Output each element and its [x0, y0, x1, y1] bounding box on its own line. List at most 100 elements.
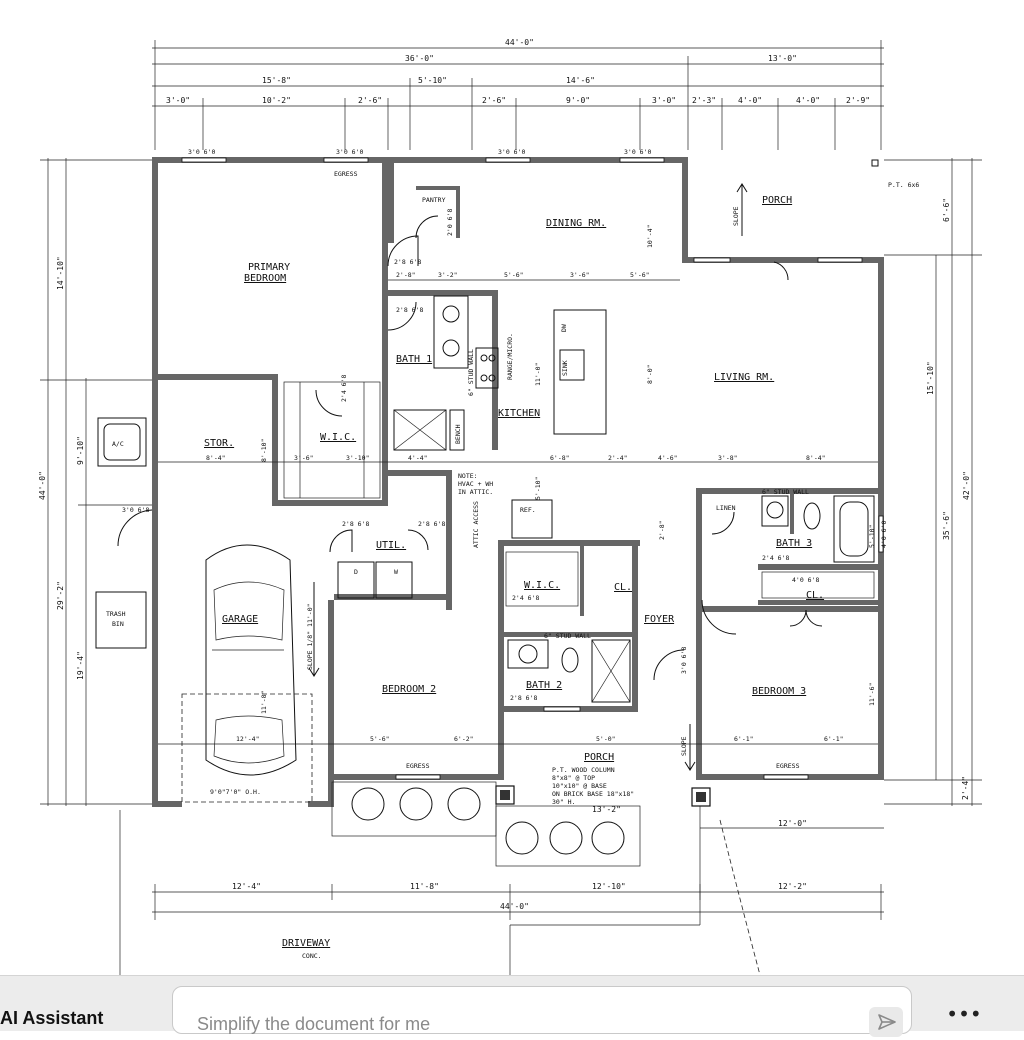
dim-left-inner-b: 19'-4" — [76, 651, 85, 680]
dim-int-j: 8'-10" — [260, 439, 268, 462]
more-horizontal-icon: ••• — [946, 1002, 982, 1026]
dim-top-r4-b: 10'-2" — [262, 96, 291, 105]
dim-right-bottom: 12'-0" — [778, 819, 807, 828]
label-sink: SINK — [561, 360, 569, 376]
label-ref: REF. — [520, 506, 536, 514]
label-bedroom2: BEDROOM 2 — [382, 684, 436, 695]
dim-int-e: 5'-6" — [630, 271, 650, 279]
door-tag-5: 2'8 6'8 — [394, 258, 421, 266]
door-tags: 3'0 6'0 3'0 6'0 3'0 6'0 3'0 6'0 2'8 6'8 … — [122, 148, 888, 702]
label-wic1: W.I.C. — [320, 432, 356, 443]
dim-int-l: 3'-10" — [346, 454, 369, 462]
dim-int-h: 11'-0" — [534, 363, 542, 386]
door-tag-13: 2'4 6'8 — [762, 554, 789, 562]
dim-int-n: 6'-8" — [550, 454, 570, 462]
label-wic2: W.I.C. — [524, 580, 560, 591]
dim-int-w: 5'-0" — [596, 735, 616, 743]
dim-top-r4-c: 2'-6" — [358, 96, 382, 105]
fixtures — [95, 159, 879, 807]
dim-int-x: 6'-1" — [734, 735, 754, 743]
prompt-box — [172, 986, 912, 1037]
door-tag-11: 2'8 6'8 — [418, 520, 445, 528]
label-column-5: 30" H. — [552, 798, 575, 806]
label-column-4: ON BRICK BASE 18"x18" — [552, 790, 634, 798]
door-tag-7: 2'8 6'8 — [396, 306, 423, 314]
label-note-3: IN ATTIC. — [458, 488, 493, 496]
door-tag-3: 3'0 6'0 — [498, 148, 525, 156]
prompt-input[interactable] — [195, 1011, 839, 1037]
label-cl2: CL. — [806, 590, 824, 601]
label-primary-2: BEDROOM — [244, 273, 286, 284]
send-arrow-icon — [878, 1014, 896, 1030]
door-tag-6: 2'0 6'8 — [446, 209, 454, 236]
side-dimensions: 44'-0" 14'-10" 29'-2" 9'-10" 19'-4" 42'-… — [38, 158, 982, 806]
door-tag-9: 3'0 6'8 — [122, 506, 149, 514]
label-egress-2: EGRESS — [406, 762, 430, 770]
label-stud-wall-1: 6" STUD WALL — [467, 349, 475, 396]
dim-right-outer: 42'-0" — [962, 471, 971, 500]
dim-bottom-b: 11'-8" — [410, 882, 439, 891]
door-tag-2: 3'0 6'0 — [336, 148, 363, 156]
dim-int-s: 5'-10" — [534, 477, 542, 500]
dim-left-mid-a: 14'-10" — [56, 256, 65, 290]
label-driveway: DRIVEWAY — [282, 938, 330, 949]
label-living: LIVING RM. — [714, 372, 774, 383]
dim-int-m: 4'-4" — [408, 454, 428, 462]
label-dryer: D — [354, 568, 358, 576]
dim-top-total: 44'-0" — [505, 38, 534, 47]
label-garage-door: 9'0"7'0" O.H. — [210, 788, 261, 796]
send-button[interactable] — [869, 1007, 903, 1037]
dim-int-v: 6'-2" — [454, 735, 474, 743]
dim-right-inner: 15'-10" — [926, 361, 935, 395]
misc-labels: A/C TRASH BIN EGRESS EGRESS EGRESS P.T. … — [106, 170, 919, 806]
floor-plan-drawing: 44'-0" 36'-0" 13'-0" 15'-8" 5'-10" 14'-6… — [38, 38, 982, 975]
label-bath1: BATH 1 — [396, 354, 432, 365]
dim-bottom-total: 44'-0" — [500, 902, 529, 911]
label-pt-post: P.T. 6x6 — [888, 181, 919, 189]
dim-top-r4-j: 2'-9" — [846, 96, 870, 105]
dim-int-f: 10'-4" — [646, 225, 654, 248]
label-egress-3: EGRESS — [776, 762, 800, 770]
dim-bottom-d: 12'-2" — [778, 882, 807, 891]
dim-bottom-c: 12'-10" — [592, 882, 626, 891]
dim-int-i: 8'-4" — [206, 454, 226, 462]
dim-top-r4-f: 3'-0" — [652, 96, 676, 105]
bottom-dimensions: 12'-4" 11'-8" 12'-10" 12'-2" 44'-0" 13'-… — [152, 805, 884, 920]
label-foyer: FOYER — [644, 614, 675, 625]
label-cl1: CL. — [614, 582, 632, 593]
dim-int-r: 8'-4" — [806, 454, 826, 462]
dim-int-o: 2'-4" — [608, 454, 628, 462]
dim-top-r3-a: 15'-8" — [262, 76, 291, 85]
label-trash-2: BIN — [112, 620, 124, 628]
dim-int-y: 6'-1" — [824, 735, 844, 743]
label-stud-wall-2: 6" STUD WALL — [762, 488, 809, 496]
dim-int-ac: 2'-8" — [658, 520, 666, 540]
label-bath3: BATH 3 — [776, 538, 812, 549]
label-column-3: 10"x10" @ BASE — [552, 782, 607, 790]
door-tag-16: 2'8 6'8 — [510, 694, 537, 702]
dim-porch-width: 13'-2" — [592, 805, 621, 814]
label-trash-1: TRASH — [106, 610, 126, 618]
label-note-2: HVAC + WH — [458, 480, 493, 488]
dim-top-r4-i: 4'-0" — [796, 96, 820, 105]
dim-top-right: 13'-0" — [768, 54, 797, 63]
dim-left-inner-a: 9'-10" — [76, 436, 85, 465]
dim-bottom-a: 12'-4" — [232, 882, 261, 891]
more-options-button[interactable]: ••• — [944, 1002, 984, 1026]
windows — [181, 157, 884, 780]
dim-right-mid-b: 35'-6" — [942, 511, 951, 540]
label-primary-1: PRIMARY — [248, 262, 290, 273]
dim-int-p: 4'-6" — [658, 454, 678, 462]
door-tag-17: 4'0 6'0 — [880, 521, 888, 548]
label-slope-porch: SLOPE — [732, 206, 740, 226]
label-washer: W — [394, 568, 398, 576]
dim-int-t: 12'-4" — [236, 735, 259, 743]
dim-int-aa: 11'-6" — [868, 683, 876, 706]
dim-right-mid-a: 6'-6" — [942, 198, 951, 222]
door-tag-1: 3'0 6'0 — [188, 148, 215, 156]
label-porch-top: PORCH — [762, 195, 792, 206]
label-attic: ATTIC ACCESS — [472, 501, 480, 548]
dim-int-d: 3'-6" — [570, 271, 590, 279]
label-bench: BENCH — [454, 424, 462, 444]
door-tag-10: 2'8 6'8 — [342, 520, 369, 528]
